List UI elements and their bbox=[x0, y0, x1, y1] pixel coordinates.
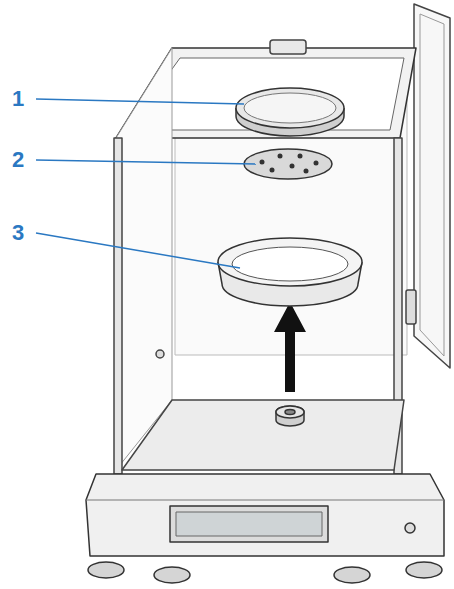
callout-number: 2 bbox=[12, 149, 24, 171]
callout-number: 3 bbox=[12, 222, 24, 244]
callout-number: 1 bbox=[12, 88, 24, 110]
